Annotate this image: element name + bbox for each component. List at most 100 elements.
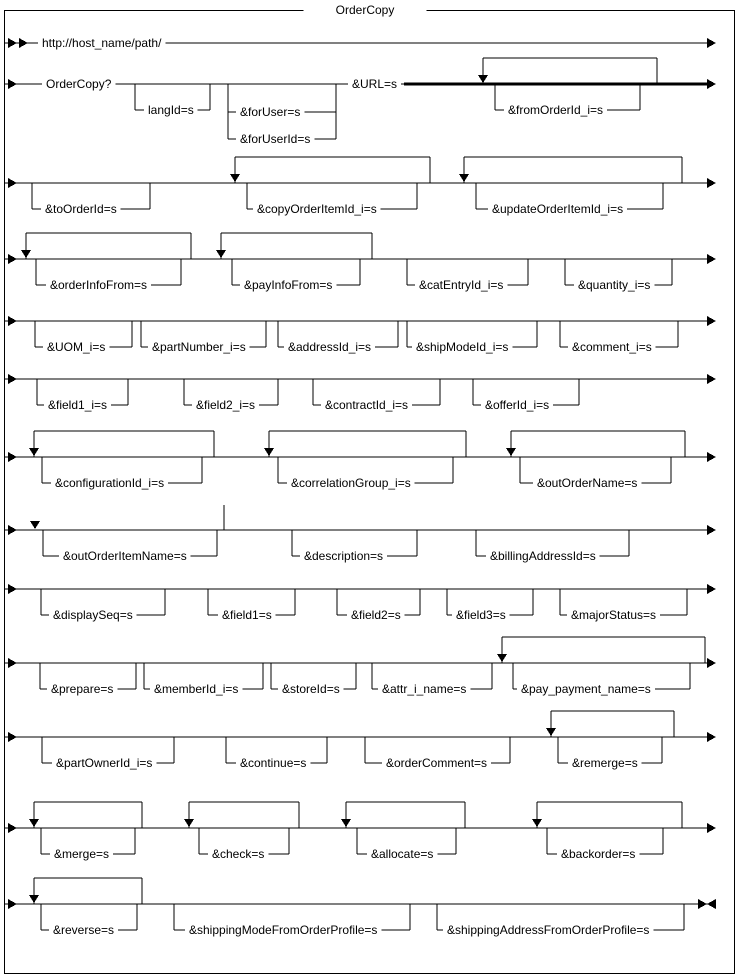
param-label-group: &billingAddressId=s xyxy=(486,548,600,564)
optional-branch: &displaySeq=s xyxy=(40,589,166,623)
param-label: &forUserId=s xyxy=(240,132,310,146)
label-backing xyxy=(367,846,438,862)
param-label-group: &partOwnerId_i=s xyxy=(52,755,157,771)
param-label-group: http://host_name/path/ xyxy=(38,35,166,51)
optional-branch: &orderComment=s xyxy=(364,737,511,771)
param-label-group: &correlationGroup_i=s xyxy=(287,475,415,491)
label-backing xyxy=(504,102,608,118)
label-backing xyxy=(47,681,118,697)
label-backing xyxy=(348,76,402,92)
optional-branch: &addressId_i=s xyxy=(277,321,399,355)
param-label: &copyOrderItemId_i=s xyxy=(257,202,377,216)
param-label-group: &backorder=s xyxy=(557,846,640,862)
label-backing xyxy=(236,131,315,147)
label-backing xyxy=(300,548,388,564)
param-label-group: &attr_i_name=s xyxy=(378,681,471,697)
repeat-arrow-icon xyxy=(264,448,274,456)
optional-branch: &copyOrderItemId_i=s xyxy=(246,183,418,217)
repeat-loop xyxy=(230,156,431,183)
repeat-loop xyxy=(478,57,658,84)
repeat-loop xyxy=(21,232,192,259)
repeat-arrow-icon xyxy=(497,654,507,662)
param-label-group: &partNumber_i=s xyxy=(148,339,250,355)
optional-branch: &allocate=s xyxy=(356,828,457,862)
optional-branch: &correlationGroup_i=s xyxy=(277,457,454,491)
optional-branch: &merge=s xyxy=(40,828,136,862)
optional-branch: &reverse=s xyxy=(40,904,138,938)
param-label-group: &majorStatus=s xyxy=(567,607,661,623)
label-backing xyxy=(38,35,166,51)
optional-branch: &continue=s xyxy=(225,737,328,771)
syntax-row: &partOwnerId_i=s&continue=s&orderComment… xyxy=(4,710,716,771)
param-label: &correlationGroup_i=s xyxy=(291,476,411,490)
syntax-row: &outOrderItemName=s&description=s&billin… xyxy=(4,505,716,564)
label-backing xyxy=(52,755,157,771)
arrowhead-icon xyxy=(8,452,17,462)
optional-branch: &contractId_i=s xyxy=(312,379,441,413)
diagram-title-group: OrderCopy xyxy=(303,2,427,18)
arrowhead-icon xyxy=(707,178,716,188)
arrowhead-icon xyxy=(707,254,716,264)
param-label: &fromOrderId_i=s xyxy=(508,103,603,117)
arrowhead-icon xyxy=(707,584,716,594)
optional-branch: &field1_i=s xyxy=(36,379,129,413)
param-label: &UOM_i=s xyxy=(47,340,105,354)
optional-branch: &remerge=s xyxy=(557,737,663,771)
optional-branch: &field2_i=s xyxy=(183,379,279,413)
repeat-loop xyxy=(216,232,373,259)
optional-branch: &shippingModeFromOrderProfile=s xyxy=(173,904,411,938)
syntax-row: &reverse=s&shippingModeFromOrderProfile=… xyxy=(4,877,716,938)
param-label-group: &field2=s xyxy=(347,607,405,623)
arrowhead-icon xyxy=(8,38,17,48)
optional-branch: &comment_i=s xyxy=(559,321,679,355)
arrowhead-icon xyxy=(707,525,716,535)
repeat-arrow-icon xyxy=(546,728,556,736)
arrowhead-icon xyxy=(707,452,716,462)
label-backing xyxy=(347,607,405,623)
label-backing xyxy=(51,475,169,491)
repeat-arrow-icon xyxy=(30,521,40,529)
label-backing xyxy=(412,339,513,355)
param-label-group: &field2_i=s xyxy=(192,397,260,413)
optional-branch: &field3=s xyxy=(446,589,534,623)
label-backing xyxy=(287,475,415,491)
optional-branch: &field1=s xyxy=(207,589,296,623)
syntax-row: &configurationId_i=s&correlationGroup_i=… xyxy=(4,430,716,491)
param-label-group: &shippingModeFromOrderProfile=s xyxy=(185,922,382,938)
param-label-group: &updateOrderItemId_i=s xyxy=(488,201,628,217)
label-backing xyxy=(46,277,152,293)
optional-branch: &orderInfoFrom=s xyxy=(35,259,182,293)
param-label-group: &field3=s xyxy=(452,607,510,623)
arrowhead-icon xyxy=(8,525,17,535)
param-label: &reverse=s xyxy=(53,923,114,937)
param-label-group: &field1_i=s xyxy=(44,397,112,413)
optional-branch: &fromOrderId_i=s xyxy=(494,84,641,118)
param-label: &remerge=s xyxy=(572,756,638,770)
param-label: &pay_payment_name=s xyxy=(521,682,651,696)
arrowhead-icon xyxy=(707,374,716,384)
repeat-loop xyxy=(459,156,683,183)
syntax-row: &field1_i=s&field2_i=s&contractId_i=s&of… xyxy=(4,374,716,413)
label-backing xyxy=(321,397,413,413)
arrowhead-icon xyxy=(8,374,17,384)
param-label-group: &prepare=s xyxy=(47,681,118,697)
repeat-arrow-icon xyxy=(478,75,488,83)
arrowhead-icon xyxy=(707,38,716,48)
label-backing xyxy=(236,755,311,771)
param-label: &field2=s xyxy=(351,608,401,622)
optional-branch: &offerId_i=s xyxy=(472,379,580,413)
param-label-group: &reverse=s xyxy=(49,922,119,938)
param-label: &majorStatus=s xyxy=(571,608,656,622)
repeat-arrow-icon xyxy=(459,174,469,182)
arrowhead-icon xyxy=(8,732,17,742)
label-backing xyxy=(50,846,114,862)
param-label-group: &allocate=s xyxy=(367,846,438,862)
label-backing xyxy=(192,397,260,413)
param-label-group: &outOrderName=s xyxy=(533,475,642,491)
param-label: &field3=s xyxy=(456,608,506,622)
label-backing xyxy=(517,681,655,697)
param-label-group: &field1=s xyxy=(218,607,276,623)
optional-branch: &billingAddressId=s xyxy=(475,530,630,564)
